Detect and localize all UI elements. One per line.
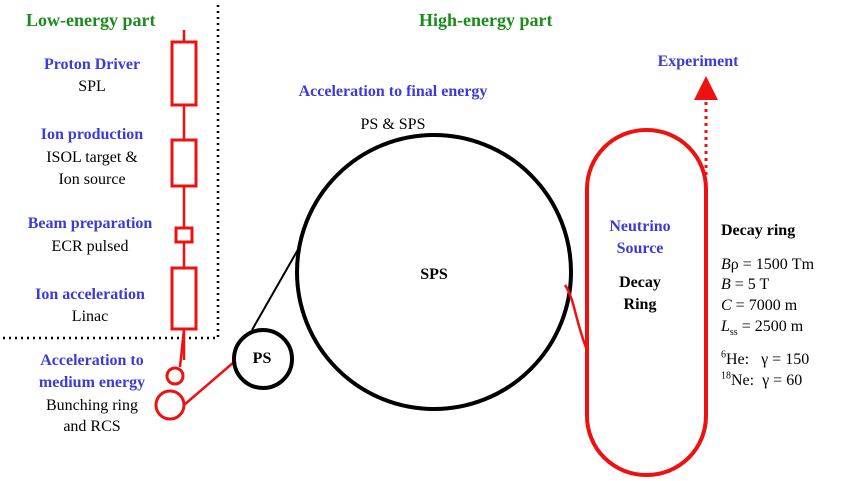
low-energy-header: Low-energy part	[26, 10, 156, 30]
param-circumference: C = 7000 m	[721, 297, 798, 314]
decay-ring-label-line2: Ring	[623, 296, 657, 313]
stage-title-proton-driver: Proton Driver	[43, 56, 141, 73]
param-brho: Bρ = 1500 Tm	[721, 256, 815, 273]
ion-acceleration-box	[170, 266, 198, 331]
ps-ring	[232, 328, 294, 390]
sps-ring-label: SPS	[420, 266, 448, 283]
decay-ring	[585, 128, 708, 477]
param-straight-section: Lss = 2500 m	[721, 318, 804, 339]
decay-ring-params-title: Decay ring	[721, 222, 796, 239]
beam-preparation-box	[174, 226, 194, 244]
param-ne-gamma: 18Ne: γ = 60	[721, 370, 803, 389]
high-energy-header: High-energy part	[419, 10, 553, 30]
medium-energy-detail-line1: Bunching ring	[46, 397, 138, 414]
param-b-field: B = 5 T	[721, 276, 770, 293]
neutrino-source-line1: Neutrino	[609, 218, 671, 235]
stage-detail-spl: SPL	[78, 78, 106, 95]
stage-detail-ion-source: Ion source	[58, 171, 126, 188]
medium-energy-title-line2: medium energy	[38, 374, 146, 391]
proton-driver-box	[170, 40, 198, 107]
ps-ring-label: PS	[252, 350, 272, 367]
stage-title-ion-acceleration: Ion acceleration	[35, 286, 145, 303]
rcs-ring	[154, 389, 186, 421]
param-he-gamma: 6He: γ = 150	[721, 349, 810, 368]
experiment-arrowhead	[694, 76, 718, 100]
stage-detail-ecr: ECR pulsed	[51, 238, 129, 255]
stage-title-ion-production: Ion production	[40, 126, 144, 143]
experiment-label: Experiment	[657, 53, 739, 70]
stage-detail-linac: Linac	[71, 308, 109, 325]
stage-detail-isol: ISOL target &	[46, 149, 138, 166]
neutrino-source-line2: Source	[616, 240, 664, 257]
medium-energy-title-line1: Acceleration to	[40, 352, 144, 369]
bunching-ring	[165, 366, 185, 386]
linac-to-bunching-line	[178, 328, 186, 368]
stage-title-beam-preparation: Beam preparation	[27, 215, 153, 232]
medium-energy-detail-line2: and RCS	[63, 418, 121, 435]
sps-to-decay-ring-line	[563, 284, 589, 351]
final-energy-subtitle: PS & SPS	[360, 116, 426, 133]
final-energy-title: Acceleration to final energy	[298, 83, 488, 100]
ion-production-box	[170, 138, 198, 188]
sps-ring	[295, 133, 573, 411]
decay-ring-label-line1: Decay	[619, 274, 661, 291]
